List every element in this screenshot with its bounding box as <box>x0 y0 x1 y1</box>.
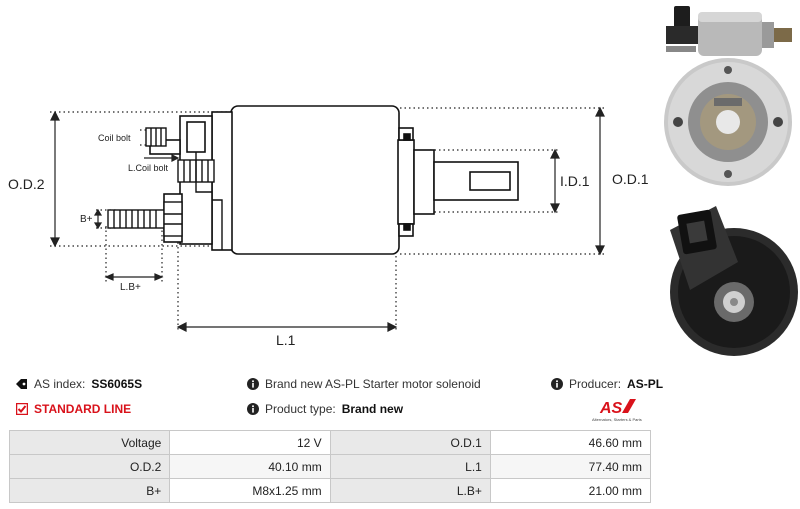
technical-drawing: O.D.2 O.D.1 I.D.1 L.1 L.B+ B+ Coil bolt … <box>8 105 649 348</box>
checkbox-icon <box>16 403 28 415</box>
l1-label: L.1 <box>276 332 296 348</box>
spec-value-cell: 40.10 mm <box>169 454 331 479</box>
spec-key-cell: O.D.1 <box>329 430 491 455</box>
info-icon <box>247 403 259 415</box>
spec-key-cell: L.1 <box>329 454 491 479</box>
od1-label: O.D.1 <box>612 171 649 187</box>
logo-tagline: Alternators, Starters & Parts <box>592 417 642 422</box>
as-index-row: AS index: SS6065S <box>16 377 142 391</box>
product-type-value: Brand new <box>341 402 404 416</box>
solenoid-rear-photo <box>670 206 798 356</box>
spec-value-cell: 12 V <box>169 430 331 455</box>
as-index-label: AS index: <box>34 377 86 391</box>
info-icon <box>247 378 259 390</box>
spec-value-cell: 21.00 mm <box>489 478 652 503</box>
description-row: Brand new AS-PL Starter motor solenoid <box>247 377 481 391</box>
spec-value-cell: M8x1.25 mm <box>169 478 331 503</box>
producer-label: Producer: <box>569 377 622 391</box>
producer-value: AS-PL <box>627 377 664 391</box>
bplus-label: B+ <box>80 214 93 225</box>
solenoid-front-photo <box>664 58 792 186</box>
solenoid-side-photo <box>666 6 792 56</box>
coil-bolt-label: Coil bolt <box>98 133 131 143</box>
product-photos <box>664 6 798 356</box>
od2-label: O.D.2 <box>8 176 45 192</box>
description-text: Brand new AS-PL Starter motor solenoid <box>265 377 481 391</box>
spec-key-cell: O.D.2 <box>8 454 171 479</box>
tag-icon <box>16 379 27 389</box>
standard-line-label: STANDARD LINE <box>34 402 132 416</box>
l-coil-bolt-label: L.Coil bolt <box>128 163 169 173</box>
as-pl-logo: AS Alternators, Starters & Parts <box>590 397 652 423</box>
spec-key-cell: B+ <box>8 478 171 503</box>
logo-mark: AS <box>599 400 623 417</box>
spec-key-cell: Voltage <box>8 430 171 455</box>
standard-line-row: STANDARD LINE <box>16 402 131 416</box>
id1-label: I.D.1 <box>560 173 590 189</box>
as-index-value: SS6065S <box>91 377 143 391</box>
spec-value-cell: 46.60 mm <box>489 430 652 455</box>
spec-value-cell: 77.40 mm <box>489 454 652 479</box>
product-type-label: Product type: <box>265 402 336 416</box>
info-icon <box>551 378 563 390</box>
producer-row: Producer: AS-PL <box>551 377 663 391</box>
lb-label: L.B+ <box>120 282 141 293</box>
product-type-row: Product type: Brand new <box>247 402 403 416</box>
spec-key-cell: L.B+ <box>329 478 491 503</box>
